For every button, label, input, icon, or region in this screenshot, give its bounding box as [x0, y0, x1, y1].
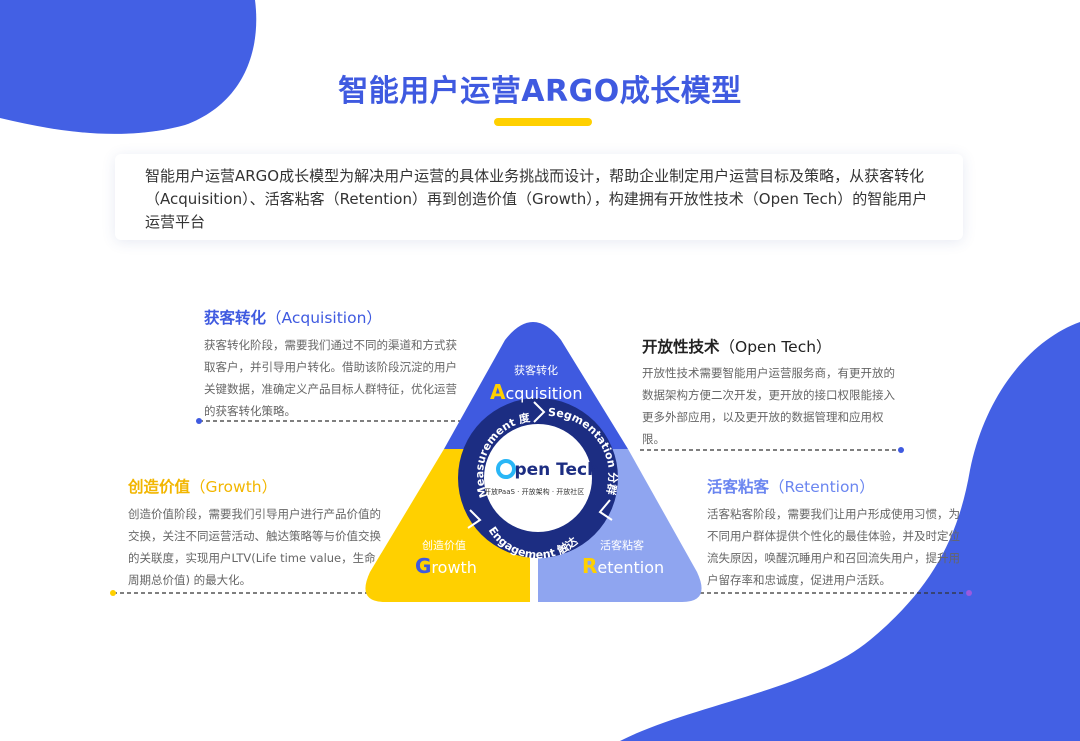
ring-arrow-3	[467, 509, 482, 529]
open-tech-title-cn: 开放性技术	[642, 338, 720, 356]
center-disc	[484, 424, 592, 532]
open-tech-logo-letter: O	[500, 460, 514, 480]
diagram-acquisition-word: Acquisition	[490, 380, 582, 404]
retention-section-body: 活客粘客阶段，需要我们让用户形成使用习惯，为不同用户群体提供个性化的最佳体验，并…	[707, 507, 960, 587]
retention-title-en: （Retention）	[769, 478, 875, 496]
ring-label-measurement: Measurement 度量	[0, 0, 532, 499]
open-tech-connector-dot	[898, 447, 904, 453]
bottom-right-blob	[620, 322, 1080, 741]
page-title: 智能用户运营ARGO成长模型	[338, 74, 742, 109]
growth-connector-dot	[110, 590, 116, 596]
acquisition-connector-dot	[196, 418, 202, 424]
acquisition-section-title: 获客转化（Acquisition）	[204, 306, 382, 328]
retention-title-cn: 活客粘客	[707, 478, 770, 496]
open-tech-section-body: 开放性技术需要智能用户运营服务商，有更开放的数据架构方便二次开发，更开放的接口权…	[642, 366, 895, 446]
diagram-retention-word: Retention	[582, 554, 664, 578]
diagram-acquisition-rest: cquisition	[505, 384, 583, 403]
retention-section-title: 活客粘客（Retention）	[707, 475, 875, 497]
diagram-acquisition-label: 获客转化	[514, 364, 558, 377]
growth-section-title: 创造价值（Growth）	[128, 475, 277, 497]
diagram-retention-initial: R	[582, 554, 598, 578]
ring-arrow-2	[598, 499, 613, 521]
diagram-acquisition-initial: A	[490, 380, 506, 404]
growth-section-body: 创造价值阶段，需要我们引导用户进行产品价值的交换，关注不同运营活动、触达策略等与…	[128, 507, 381, 587]
acquisition-section-body: 获客转化阶段，需要我们通过不同的渠道和方式获取客户，并引导用户转化。借助该阶段沉…	[204, 338, 457, 418]
diagram-growth-initial: G	[415, 554, 432, 578]
title-underline	[494, 118, 592, 126]
open-tech-title-rest: pen Tech	[514, 460, 600, 480]
acquisition-title-en: （Acquisition）	[266, 309, 382, 327]
open-tech-section-title: 开放性技术（Open Tech）	[642, 335, 832, 357]
connector-lines	[110, 418, 972, 596]
growth-title-en: （Growth）	[190, 478, 278, 496]
diagram-growth-label: 创造价值	[422, 539, 466, 552]
ring-arrow-1	[533, 401, 546, 423]
intro-card: 智能用户运营ARGO成长模型为解决用户运营的具体业务挑战而设计，帮助企业制定用户…	[115, 154, 963, 240]
open-tech-logo-icon	[496, 459, 516, 479]
retention-connector-dot	[966, 590, 972, 596]
growth-title-cn: 创造价值	[128, 478, 191, 496]
open-tech-center-subtitle: 开放PaaS · 开放架构 · 开放社区	[484, 488, 585, 496]
diagram-retention-label: 活客粘客	[600, 539, 644, 552]
open-tech-center-title: Open Tech	[500, 460, 599, 480]
acquisition-title-cn: 获客转化	[204, 309, 267, 327]
diagram-growth-word: Growth	[415, 554, 477, 578]
open-tech-title-en: （Open Tech）	[719, 338, 832, 356]
diagram-growth-rest: rowth	[431, 558, 477, 577]
top-left-blob	[0, 0, 257, 134]
diagram-retention-rest: etention	[597, 558, 665, 577]
